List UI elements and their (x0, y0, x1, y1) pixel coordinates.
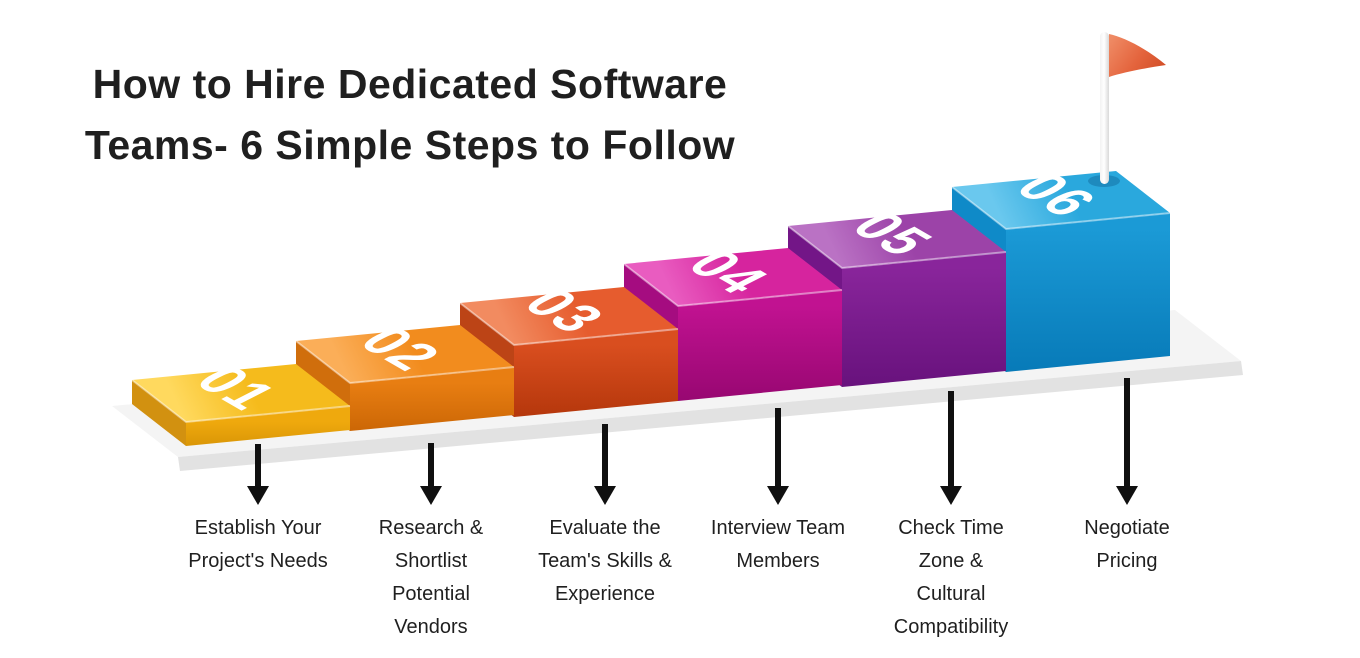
arrow-shaft (255, 444, 261, 486)
step-top-face (460, 287, 678, 345)
flag-pennant (1109, 34, 1166, 77)
step-label-line: Vendors (394, 616, 468, 638)
step-label-line: Negotiate (1084, 517, 1170, 539)
flag-pole (1100, 32, 1109, 184)
step-label-line: Check Time (898, 517, 1004, 539)
step-label-line: Members (736, 550, 820, 572)
step-bevel-highlight (787, 225, 1007, 270)
title-line-1: How to Hire Dedicated Software (92, 61, 728, 107)
arrow-head (940, 486, 962, 505)
step-label-line: Team's Skills & (538, 550, 672, 572)
arrow-shaft (948, 391, 954, 486)
step-top-face (788, 210, 1006, 268)
down-arrow-icon-3 (594, 424, 616, 505)
step-front-face (350, 367, 514, 431)
infographic-title: How to Hire Dedicated Software Teams- 6 … (40, 54, 780, 176)
title-line-2: Teams- 6 Simple Steps to Follow (84, 122, 736, 168)
arrow-shaft (1124, 378, 1130, 486)
down-arrow-icon-6 (1116, 378, 1138, 505)
step-label-line: Research & (378, 517, 484, 539)
step-label-line: Establish Your (194, 517, 322, 539)
step-top-face (624, 248, 842, 306)
arrow-head (247, 486, 269, 505)
step-top-face (132, 364, 350, 422)
arrow-shaft (428, 443, 434, 486)
step-label-line: Shortlist (394, 550, 468, 572)
arrow-head (767, 486, 789, 505)
step-bevel-highlight (295, 340, 515, 385)
pennant-flag-icon (1088, 32, 1166, 187)
step-front-face (842, 252, 1006, 387)
step-02: 02 (295, 319, 515, 431)
step-label-line: Project's Needs (188, 550, 328, 572)
arrow-shaft (775, 408, 781, 486)
step-top-face (296, 325, 514, 383)
step-label-line: Pricing (1096, 550, 1158, 572)
platform-front-face (178, 361, 1243, 471)
step-front-face (678, 290, 842, 401)
step-03: 03 (459, 281, 679, 417)
arrow-head (420, 486, 442, 505)
step-label-line: Potential (392, 583, 470, 605)
arrow-head (594, 486, 616, 505)
step-top-face (952, 171, 1170, 229)
step-label-line: Cultural (916, 583, 986, 605)
step-label-line: Experience (554, 583, 656, 605)
step-front-face (1006, 213, 1170, 372)
down-arrow-icon-1 (247, 444, 269, 505)
down-arrow-icon-5 (940, 391, 962, 505)
step-bevel-highlight (131, 379, 351, 424)
step-bevel-highlight (459, 302, 679, 347)
step-label-line: Zone & (918, 550, 984, 572)
down-arrow-icon-4 (767, 408, 789, 505)
step-label-line: Compatibility (893, 616, 1009, 638)
step-label-line: Evaluate the (549, 517, 661, 539)
step-side-face (132, 380, 186, 446)
down-arrow-icon-2 (420, 443, 442, 505)
step-bevel-highlight (623, 263, 843, 308)
arrow-head (1116, 486, 1138, 505)
step-front-face (186, 406, 350, 446)
step-front-face (514, 329, 678, 417)
step-bevel-highlight (951, 186, 1171, 231)
step-label-line: Interview Team (710, 517, 846, 539)
arrow-shaft (602, 424, 608, 486)
